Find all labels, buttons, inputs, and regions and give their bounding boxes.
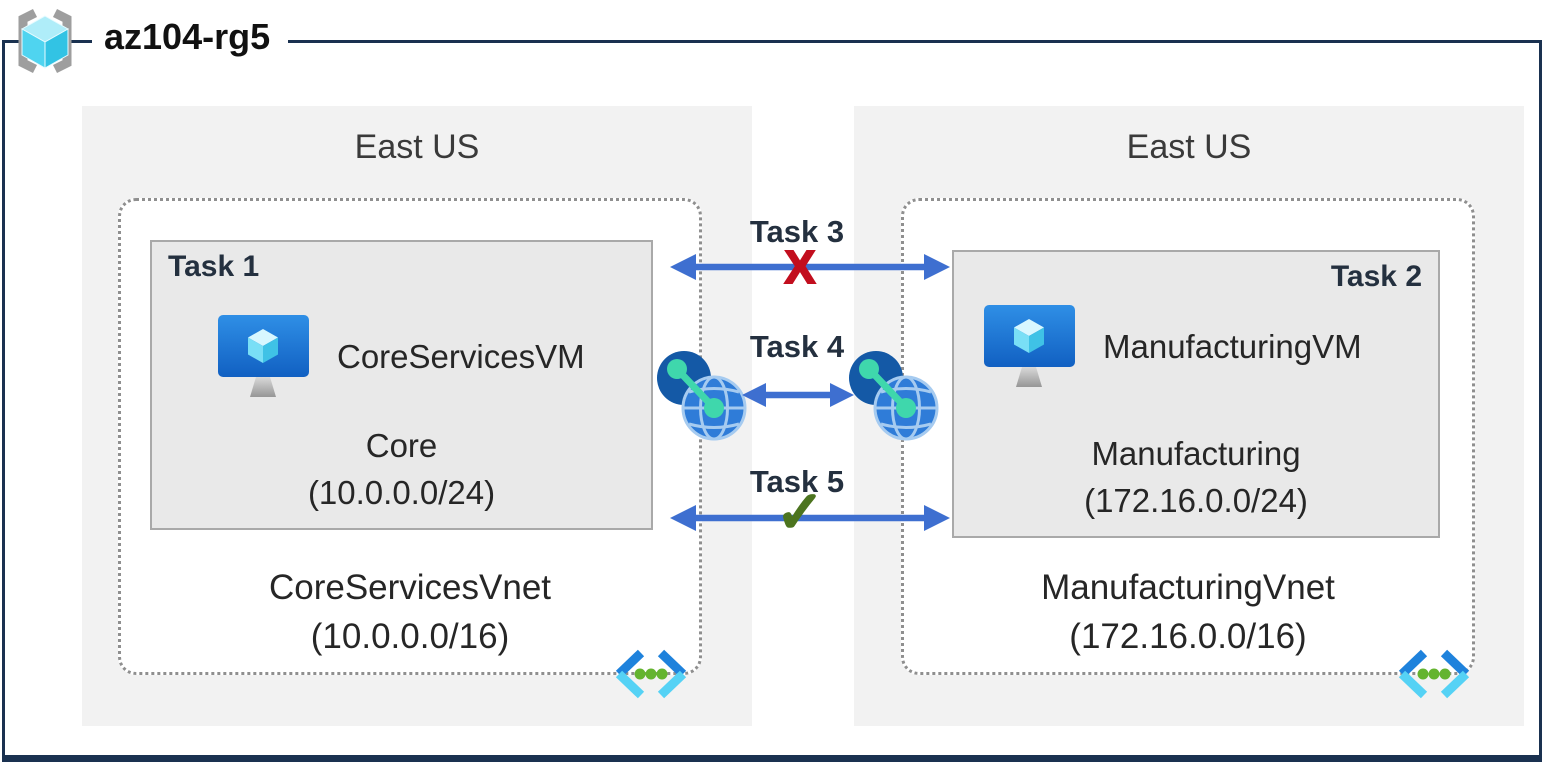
subnet-name: Manufacturing (172.16.0.0/24): [954, 430, 1438, 524]
vnet-peering-icon-left: [657, 351, 747, 441]
task2-label: Task 2: [1330, 260, 1422, 293]
task3-arrow: [670, 254, 950, 280]
virtual-network-icon: [1398, 649, 1470, 699]
virtual-machine-icon: [218, 315, 309, 397]
task5-arrow: [670, 505, 950, 531]
vnet-name-text: CoreServicesVnet: [268, 568, 552, 607]
vnet-cidr-text: (172.16.0.0/16): [1069, 617, 1307, 656]
subnet-name-text: Core: [365, 427, 438, 464]
vm-name: ManufacturingVM: [1103, 327, 1362, 365]
vm-row: CoreServicesVM: [216, 309, 651, 404]
vnet-name: CoreServicesVnet (10.0.0.0/16): [121, 563, 699, 661]
resource-group-icon: [18, 8, 72, 74]
vnet-cidr-text: (10.0.0.0/16): [310, 617, 510, 656]
task5-connection-label: Task 5: [749, 464, 845, 499]
subnet-name-text: Manufacturing: [1091, 435, 1301, 472]
subnet-manufacturing: Task 2 ManufacturingVM Manufacturing (17…: [952, 250, 1440, 538]
task4-connection-label: Task 4: [749, 329, 845, 364]
resource-group-title: az104-rg5: [92, 14, 289, 66]
subnet-name: Core (10.0.0.0/24): [152, 422, 651, 516]
subnet-cidr-text: (172.16.0.0/24): [1084, 482, 1308, 519]
blocked-x-icon: X: [784, 240, 817, 294]
task3-connection-label: Task 3: [749, 214, 845, 249]
virtual-machine-icon: [984, 305, 1075, 387]
vnet-coreservices: Task 1 C: [118, 198, 702, 699]
vnet-manufacturing: Task 2 ManufacturingVM Manufacturing (17…: [901, 198, 1475, 699]
vnet-name-text: ManufacturingVnet: [1041, 568, 1335, 607]
task1-label: Task 1: [168, 250, 260, 283]
vnet-name: ManufacturingVnet (172.16.0.0/16): [904, 563, 1472, 661]
subnet-cidr-text: (10.0.0.0/24): [307, 474, 496, 511]
vm-row: ManufacturingVM: [982, 299, 1438, 394]
vm-name: CoreServicesVM: [337, 337, 585, 375]
region-right-title: East US: [1126, 128, 1252, 166]
task4-arrow: [742, 383, 854, 407]
vnet-peering-icon-right: [849, 351, 939, 441]
allowed-check-icon: ✓: [775, 480, 825, 546]
subnet-core: Task 1 C: [150, 240, 653, 530]
resource-group-frame: [2, 40, 1542, 762]
region-left-title: East US: [354, 128, 480, 166]
virtual-network-icon: [615, 649, 687, 699]
